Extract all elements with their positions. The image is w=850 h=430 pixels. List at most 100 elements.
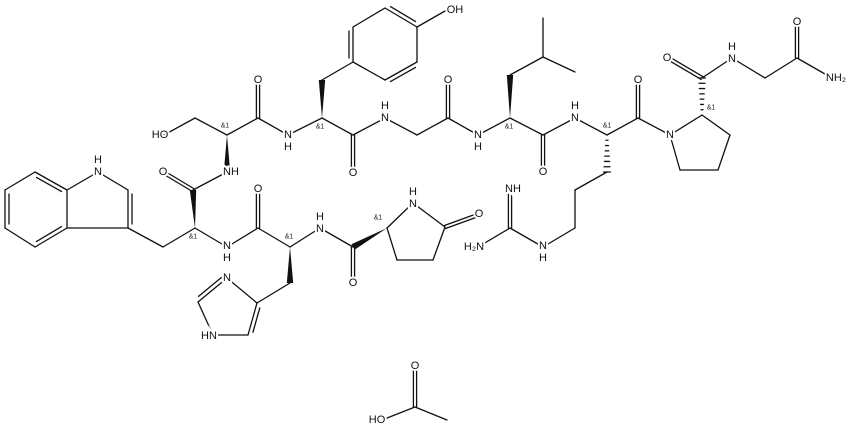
double-bond (666, 58, 702, 81)
stereo-label-pro: &1 (707, 105, 716, 112)
single-bond (319, 227, 354, 248)
single-bond (192, 171, 228, 191)
stereo-label-his: &1 (285, 234, 294, 241)
single-bond (4, 227, 36, 248)
guanidine-imine-label: NH (505, 183, 521, 195)
single-bond (447, 117, 479, 136)
single-bond (381, 406, 416, 421)
arg-amide-n-label: N (571, 112, 579, 124)
wedge-bond (351, 228, 387, 250)
wedge-bond (223, 135, 231, 172)
single-bond (432, 226, 446, 261)
aromatic-bond (35, 176, 63, 193)
aromatic-bond (389, 66, 417, 83)
single-bond (669, 134, 681, 171)
single-bond (477, 227, 511, 248)
guanidine-n-label: N (539, 240, 547, 252)
single-bond (637, 117, 671, 136)
guanidine-h-label: H (539, 252, 547, 264)
single-bond (226, 227, 259, 248)
single-bond (257, 227, 291, 248)
single-bond (163, 117, 196, 136)
aromatic-bond (252, 307, 261, 333)
double-bond (161, 172, 193, 193)
his-amide-h-label: H (316, 211, 324, 223)
pglu-lactam-o-label: O (475, 208, 484, 220)
stereo-label-arg: &1 (603, 123, 612, 130)
single-bond (669, 114, 703, 136)
single-bond (352, 117, 386, 136)
stereo-label-trp: &1 (189, 234, 198, 241)
single-bond (701, 57, 733, 79)
aromatic-bond (35, 225, 63, 243)
single-bond (256, 282, 291, 304)
gly-amide-h-label: H (381, 100, 389, 112)
gly-amide-n-label: N (381, 112, 389, 124)
leu-amide-n-label: N (474, 129, 482, 141)
wedge-bond (189, 189, 197, 228)
stereo-label-pglu: &1 (374, 215, 383, 222)
single-bond (321, 117, 354, 136)
pglu-ring-h-label: H (409, 186, 417, 198)
glynh2-carbonyl-o-label: O (793, 16, 802, 28)
single-bond (386, 227, 398, 261)
single-bond (352, 7, 386, 28)
acetic-hydroxyl-label: HO (369, 414, 386, 426)
terminal-amide-label: NH₂ (826, 72, 846, 84)
single-bond (764, 57, 798, 79)
single-bond (386, 202, 414, 229)
single-bond (731, 57, 766, 79)
indole-h-label: H (94, 154, 102, 166)
single-bond (287, 117, 323, 136)
single-bond (226, 277, 258, 304)
single-bond (127, 227, 164, 248)
double-bond (443, 212, 479, 227)
single-bond (606, 117, 639, 136)
single-bond (197, 301, 214, 336)
tyr-amide-n-label: N (284, 129, 292, 141)
gly-carbonyl-o-label: O (444, 74, 453, 86)
single-bond (574, 171, 608, 191)
single-bond (66, 171, 99, 191)
single-bond (416, 10, 446, 28)
single-bond (97, 171, 129, 191)
single-bond (509, 227, 544, 248)
stereo-label-ser: &1 (221, 123, 230, 130)
single-bond (701, 114, 731, 136)
leu-amide-h-label: H (474, 141, 482, 153)
aromatic-bond (384, 61, 418, 81)
single-bond (509, 56, 544, 76)
single-bond (477, 117, 511, 136)
single-bond (542, 117, 576, 136)
trp-amide-h-label: H (223, 252, 231, 264)
double-bond (444, 215, 480, 230)
guanidine-amine-label: H₂N (464, 241, 484, 253)
single-bond (4, 171, 36, 191)
single-bond (542, 227, 576, 248)
leu-carbonyl-o-label: O (539, 166, 548, 178)
tyr-carbonyl-o-label: O (349, 167, 358, 179)
single-bond (509, 117, 544, 136)
his-amide-n-label: N (316, 223, 324, 235)
aromatic-bond (34, 171, 68, 191)
stereo-label-tyr: &1 (316, 124, 325, 131)
stereo-label-leu: &1 (505, 124, 514, 131)
pro-carbonyl-o-label: O (663, 52, 672, 64)
wedge-bond (318, 80, 326, 118)
single-bond (384, 117, 418, 136)
single-bond (321, 61, 354, 81)
single-bond (412, 202, 446, 228)
imidazole-n3-label: N (223, 272, 231, 284)
single-bond (574, 117, 608, 136)
aromatic-bond (34, 227, 68, 248)
glynh2-amide-h-label: H (728, 41, 736, 53)
wedge-bond (506, 75, 514, 118)
single-bond (162, 227, 196, 248)
bonds (4, 5, 833, 421)
single-bond (194, 117, 228, 136)
arg-carbonyl-o-label: O (634, 74, 643, 86)
tyr-amide-h-label: H (284, 141, 292, 153)
his-carbonyl-o-label: O (254, 183, 263, 195)
